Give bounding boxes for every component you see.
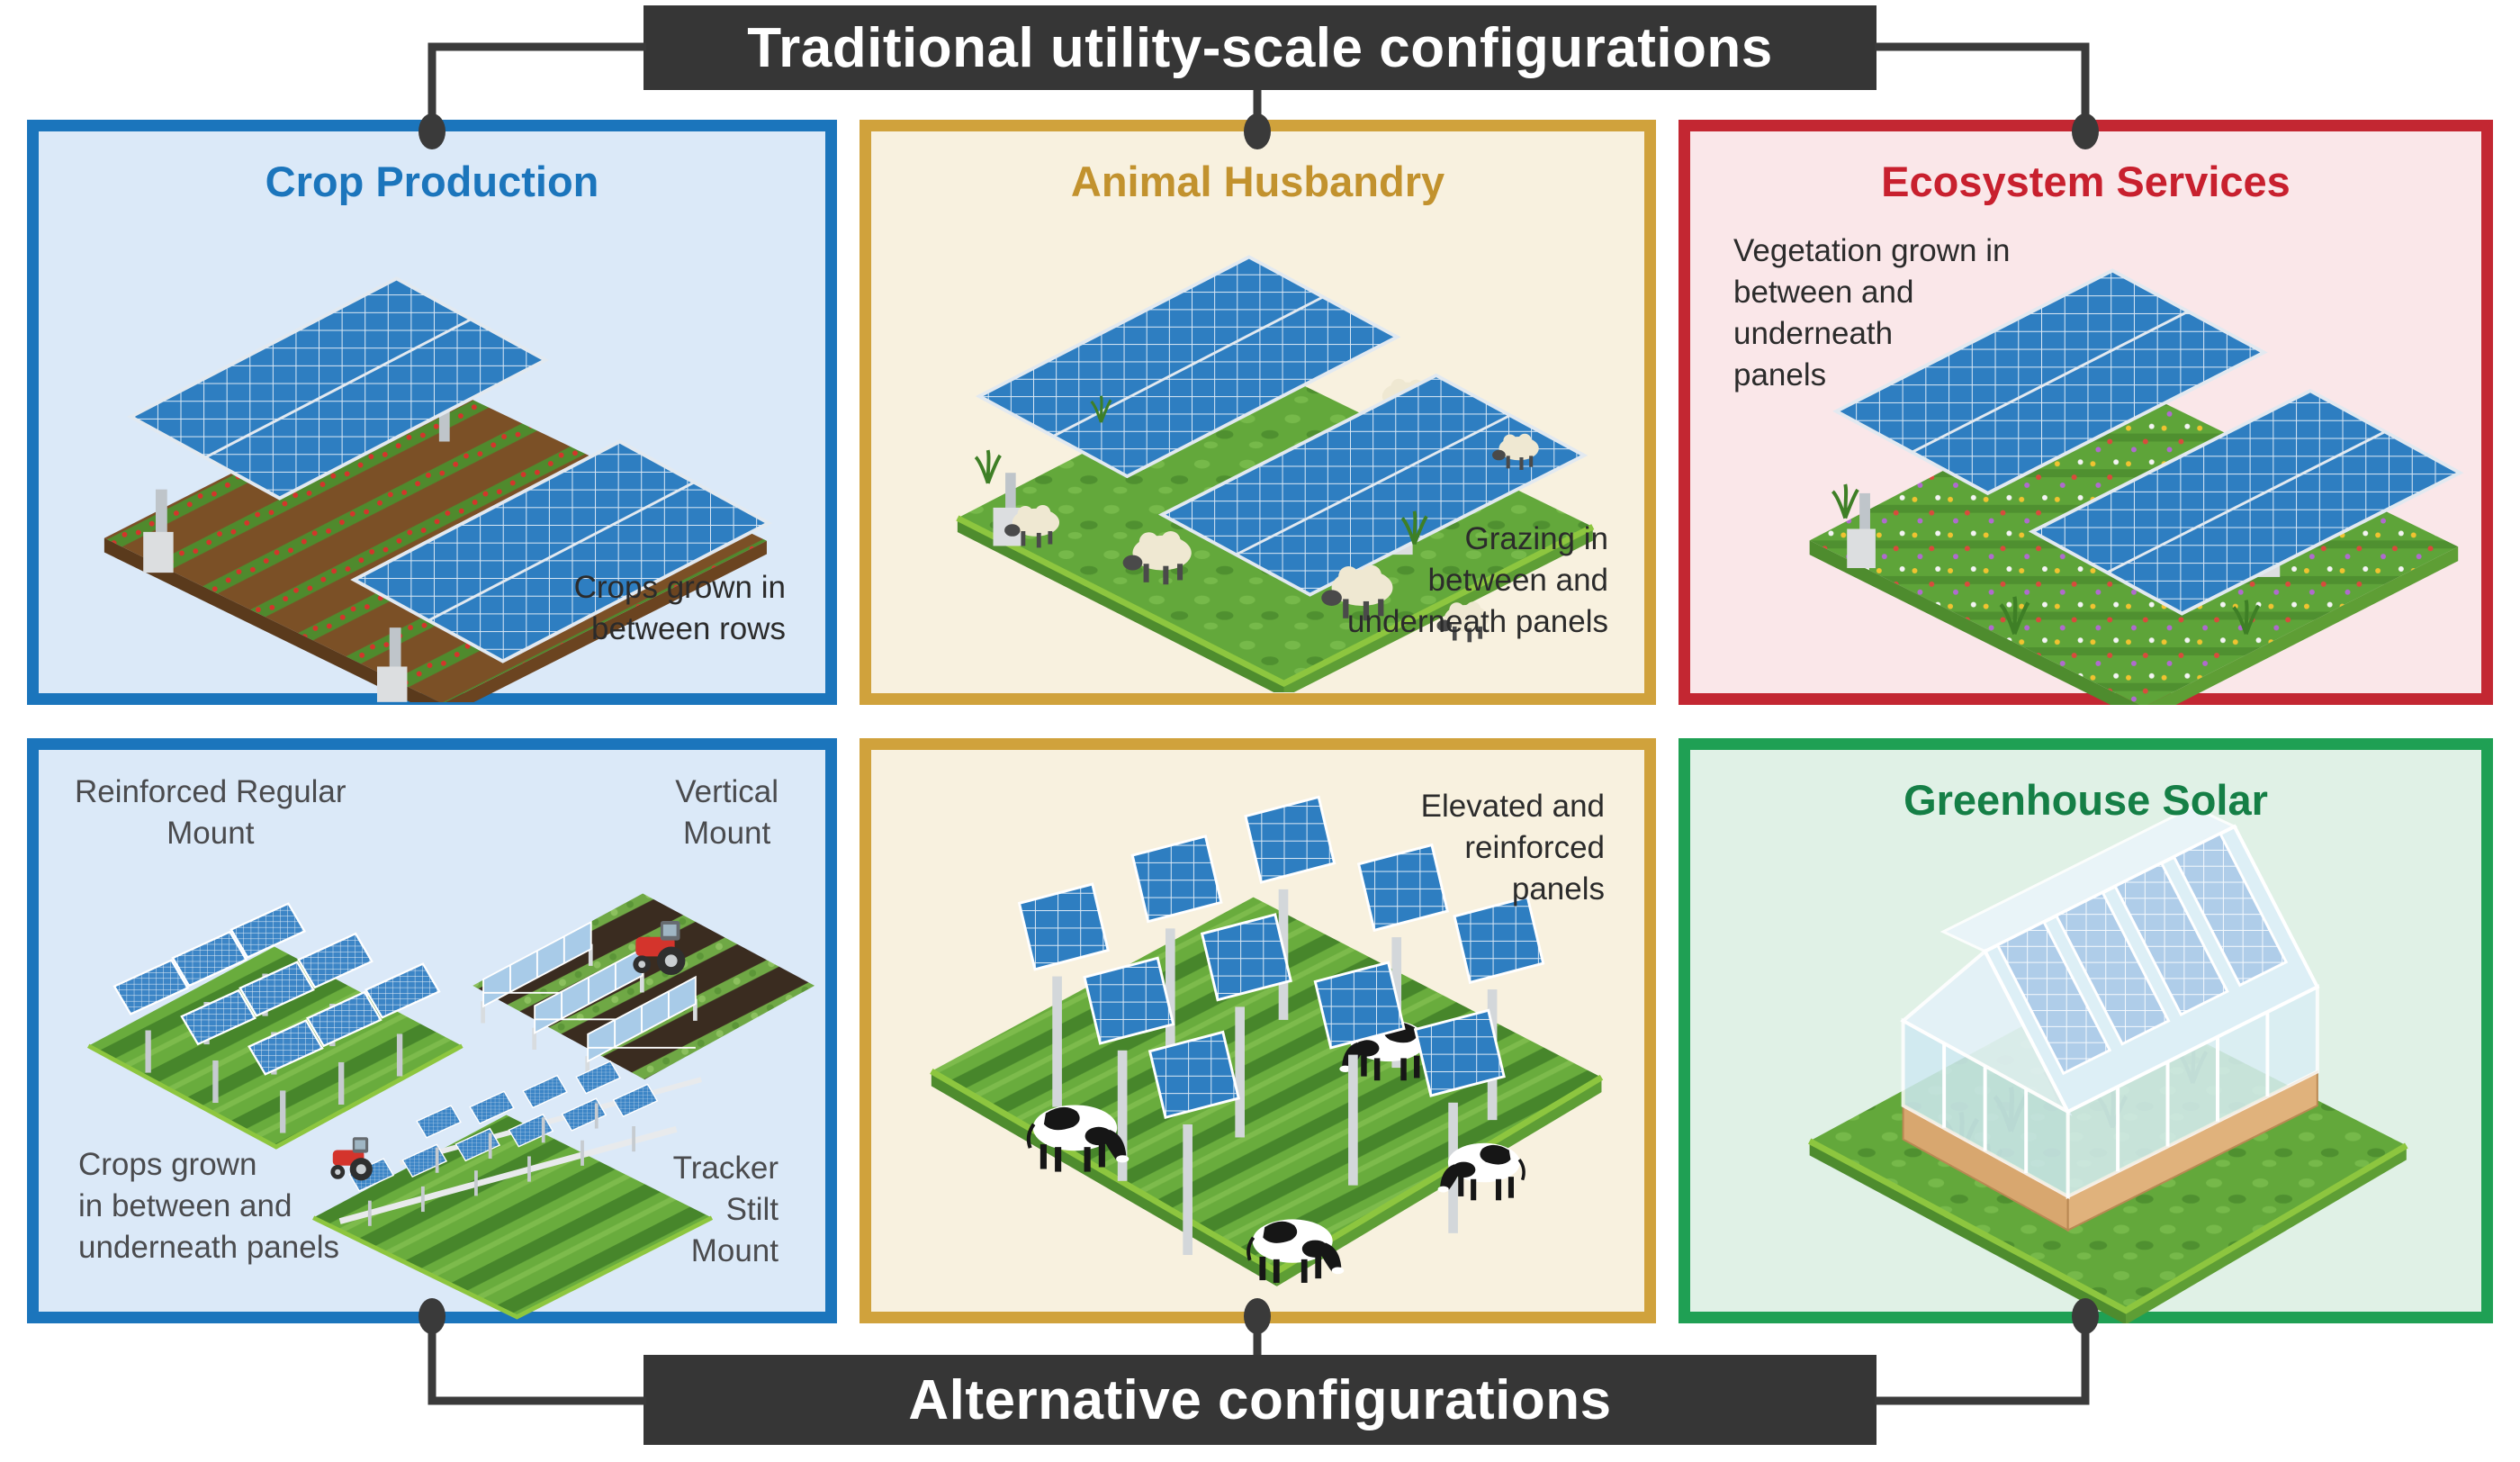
panel-greenhouse-solar: Greenhouse Solar (1678, 738, 2493, 1324)
animal-husbandry-title: Animal Husbandry (1070, 158, 1445, 205)
label-vertical-mount: Vertical Mount (675, 774, 778, 851)
top-banner: Traditional utility-scale configurations (644, 5, 1876, 90)
greenhouse-solar-illustration (1808, 805, 2408, 1324)
animal-husbandry-illustration (956, 255, 1595, 692)
crop-production-illustration (104, 276, 773, 702)
ecosystem-services-title: Ecosystem Services (1881, 158, 2290, 205)
roof-solar-panel-icon (2113, 861, 2229, 1016)
bottom-banner: Alternative configurations (644, 1355, 1876, 1445)
ecosystem-services-caption: Vegetation grown in between and undernea… (1733, 233, 2011, 393)
panel-alternative-mounts: Reinforced Regular Mount Vertical Mount … (27, 738, 837, 1323)
label-crops-grown: Crops grown in between and underneath pa… (78, 1147, 339, 1265)
panel-ecosystem-services: Ecosystem Services Vegetation grown in b… (1678, 120, 2493, 706)
top-banner-label: Traditional utility-scale configurations (747, 16, 1773, 79)
label-tracker-stilt-mount: Tracker Stilt Mount (672, 1151, 778, 1268)
roof-solar-panel-icon (2054, 890, 2171, 1046)
crop-production-title: Crop Production (265, 158, 599, 205)
label-reinforced-regular-mount: Reinforced Regular Mount (75, 774, 346, 851)
panel-animal-husbandry: Animal Husbandry Grazing in between and (860, 120, 1656, 705)
alternative-mounts-illustration (87, 893, 815, 1320)
crop-production-caption: Crops grown in between rows (573, 570, 786, 646)
animal-husbandry-caption: Grazing in between and underneath panels (1347, 521, 1608, 639)
greenhouse-solar-title: Greenhouse Solar (1904, 776, 2268, 824)
roof-solar-panel-icon (2172, 832, 2289, 988)
elevated-panels-caption: Elevated and reinforced panels (1420, 789, 1605, 907)
bottom-banner-label: Alternative configurations (908, 1368, 1612, 1431)
panel-crop-production: Crop Production Crops grown in between r… (27, 120, 837, 705)
ecosystem-services-illustration (1809, 268, 2464, 706)
roof-solar-panel-icon (1995, 920, 2112, 1076)
elevated-panels-illustration (930, 795, 1604, 1286)
panel-elevated-panels: Elevated and reinforced panels (860, 738, 1656, 1323)
